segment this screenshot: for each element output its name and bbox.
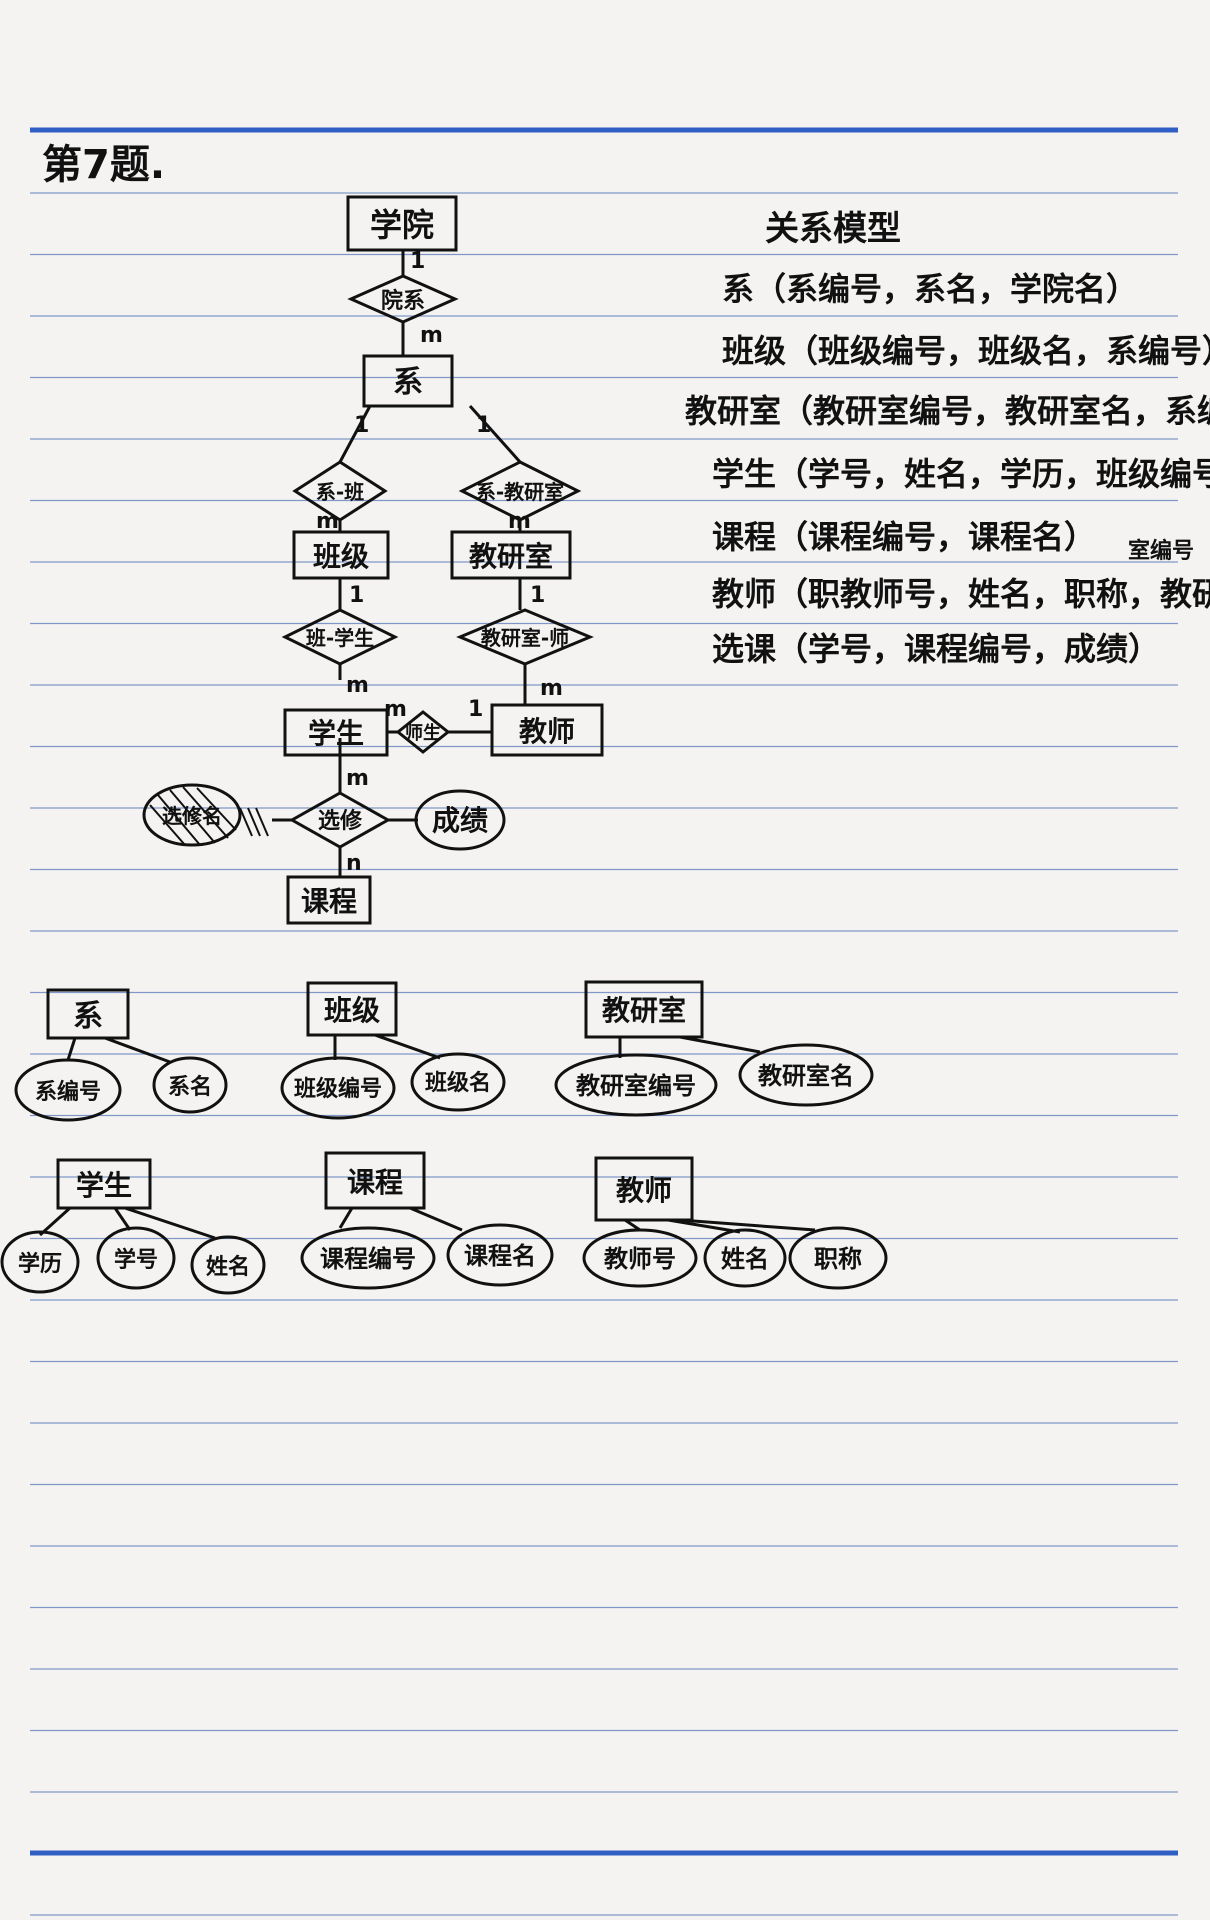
rel-student-teacher-label: 师生 [405,722,441,744]
entity-class: 班级 [292,530,390,580]
card-student: m [346,673,369,698]
entity-dept: 系 [362,354,454,408]
ruled-lines [30,127,1178,1916]
attr-dept-no: 系编号 [35,1079,101,1105]
entity-office: 教研室 [450,530,572,580]
attr-grade-label: 成绩 [432,804,488,837]
attr-diagram-student: 学生 学历 学号 姓名 [0,1158,266,1295]
rel-enroll-label: 选修 [318,808,363,834]
rel-dept-office: 系-教研室 [458,460,582,522]
attr-diagram-office: 教研室 教研室编号 教研室名 [554,980,874,1117]
entity-course-label: 课程 [301,885,357,918]
card-class: m [316,509,339,534]
rel-office-teacher: 教研室-师 [456,608,594,666]
entity-college: 学院 [346,195,458,252]
attr-diagram-office-entity: 教研室 [602,994,686,1027]
attr-class-no: 班级编号 [294,1076,382,1102]
relation-student: 学生（学号，姓名，学历，班级编号，教研室 [712,455,1210,493]
attr-teacher-title: 职称 [814,1245,862,1273]
attr-diagram-teacher: 教师 教师号 姓名 职称 [582,1156,888,1290]
attr-student-no: 学号 [114,1247,158,1273]
entity-college-label: 学院 [370,206,434,244]
attr-office-name: 教研室名 [758,1062,854,1090]
card-office: m [508,509,531,534]
rel-class-student: 班-学生 [281,608,399,666]
attr-diagram-course-entity: 课程 [347,1166,403,1199]
attr-diagram-student-entity: 学生 [76,1169,132,1202]
attr-diagram-dept-entity: 系 [73,999,103,1034]
rel-dept-class-label: 系-班 [316,480,364,504]
attr-diagram-class: 班级 班级编号 班级名 [280,981,506,1120]
rel-college-dept-label: 院系 [381,288,425,314]
relation-course: 课程（课程编号，课程名） [712,518,1096,556]
relation-dept: 系（系编号，系名，学院名） [722,270,1138,308]
relation-class: 班级（班级编号，班级名，系编号） [722,332,1210,370]
entity-dept-label: 系 [393,365,423,400]
relation-office: 教研室（教研室编号，教研室名，系编号） [685,392,1210,430]
entity-teacher-label: 教师 [519,715,575,748]
card-student-teacher: m [384,697,407,722]
attr-diagram-class-entity: 班级 [324,994,380,1027]
entity-office-label: 教研室 [469,540,553,573]
attr-class-name: 班级名 [425,1070,491,1096]
card-course-enroll: n [346,851,362,876]
entity-course: 课程 [286,875,372,925]
relation-annotation: 室编号 [1128,538,1194,564]
card-dept-college: m [420,323,443,348]
attr-teacher-name: 姓名 [721,1245,769,1273]
entity-student: 学生 [283,708,389,757]
card-class-student: 1 [349,583,364,608]
cardinality-labels: 1 m 1 m 1 m 1 m 1 m m 1 m n [316,249,563,876]
attr-grade: 成绩 [414,789,506,851]
card-office-teacher: 1 [530,583,545,608]
rel-dept-office-label: 系-教研室 [476,480,564,504]
attr-crossed-out: 选修名 [142,783,242,847]
attr-student-edu: 学历 [18,1251,62,1277]
attr-diagram-course: 课程 课程编号 课程名 [300,1151,554,1290]
attr-course-name: 课程名 [464,1242,536,1270]
attr-diagram-dept: 系 系编号 系名 [14,988,228,1122]
relational-model-title: 关系模型 [765,209,901,249]
attribute-diagrams: 系 系编号 系名 班级 班级编号 班级名 教研室 教研室编号 [0,980,888,1295]
rel-dept-class: 系-班 [292,460,388,522]
card-teacher-student: 1 [468,697,483,722]
rel-college-dept: 院系 [347,274,459,324]
entity-class-label: 班级 [313,540,369,573]
attr-student-name: 姓名 [206,1254,250,1280]
attr-office-no: 教研室编号 [576,1072,696,1100]
er-edges [239,250,527,877]
er-diagram: 学院 院系 系 系-班 系-教研室 班级 教研室 [142,195,604,925]
rel-class-student-label: 班-学生 [306,626,374,650]
attr-dept-name: 系名 [168,1074,212,1100]
card-student-enroll: m [346,766,369,791]
entity-student-label: 学生 [308,717,364,750]
attr-diagram-teacher-entity: 教师 [616,1174,672,1207]
card-dept-office: 1 [476,413,491,438]
card-dept-class: 1 [354,413,369,438]
relation-enroll: 选课（学号，课程编号，成绩） [712,630,1160,668]
rel-office-teacher-label: 教研室-师 [481,626,569,650]
attr-course-no: 课程编号 [320,1245,416,1273]
entity-teacher: 教师 [490,703,604,757]
attr-teacher-no: 教师号 [604,1245,676,1273]
rel-enroll: 选修 [288,791,392,849]
rel-student-teacher: 师生 [395,710,451,754]
problem-heading: 第7题. [42,142,165,188]
card-teacher: m [540,676,563,701]
card-college: 1 [410,249,425,274]
relation-teacher: 教师（职教师号，姓名，职称，教研室编号） [712,575,1210,613]
relational-model: 关系模型 系（系编号，系名，学院名） 班级（班级编号，班级名，系编号） 教研室（… [685,209,1210,668]
